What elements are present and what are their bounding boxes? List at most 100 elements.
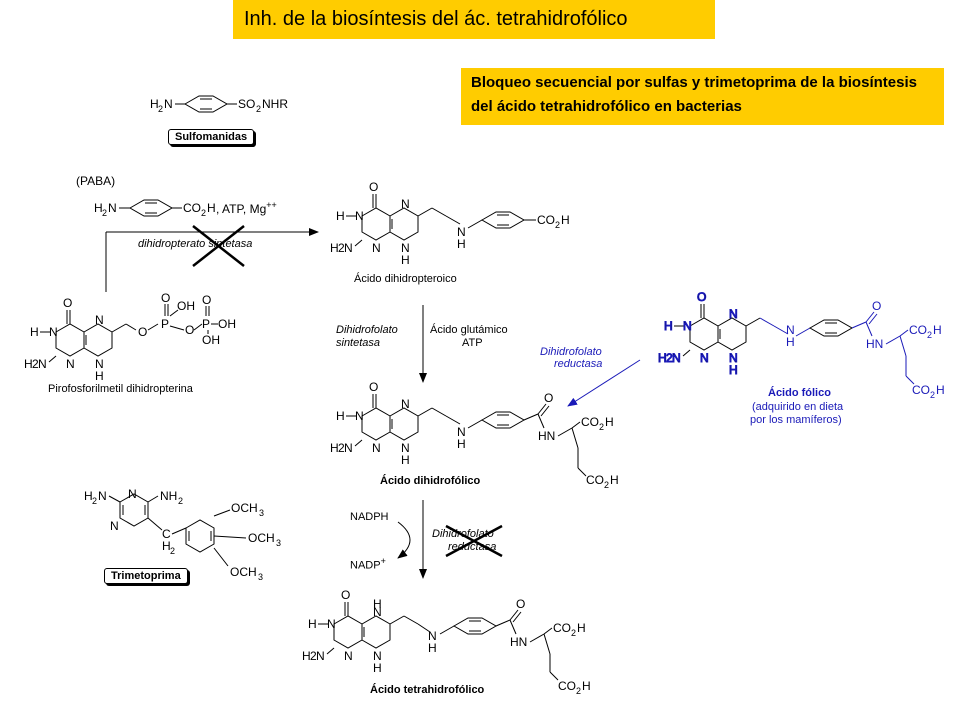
svg-text:O: O: [202, 293, 211, 307]
enzyme-dhfr-blue-2: reductasa: [554, 358, 603, 370]
svg-text:O: O: [138, 325, 147, 339]
svg-text:OH: OH: [202, 333, 220, 347]
svg-text:H: H: [582, 679, 591, 693]
svg-text:OCH: OCH: [230, 565, 257, 579]
svg-text:H: H: [936, 383, 945, 397]
svg-text:CO: CO: [912, 383, 930, 397]
svg-text:H: H: [577, 621, 586, 635]
svg-text:3: 3: [259, 508, 264, 518]
enzyme-dhfs-1: Dihidrofolato: [336, 324, 398, 336]
svg-text:OH: OH: [218, 317, 236, 331]
svg-text:H: H: [786, 335, 795, 349]
folic-acid-note-2: por los mamíferos): [750, 414, 842, 426]
svg-text:2: 2: [158, 104, 163, 114]
nadph-label: NADPH: [350, 511, 389, 523]
svg-text:H: H: [561, 213, 570, 227]
pyrophosphoryl-label: Pirofosforilmetil dihidropterina: [48, 383, 193, 395]
svg-text:N: N: [128, 487, 137, 501]
dihydropteroic-label: Ácido dihidropteroico: [354, 273, 457, 285]
folic-acid-label: Ácido fólico: [768, 387, 831, 399]
svg-text:CO: CO: [183, 201, 201, 215]
enzyme-dhfr-2: reductasa: [448, 541, 497, 553]
folic-acid-note-1: (adquirido en dieta: [752, 401, 844, 413]
svg-text:CO: CO: [581, 415, 599, 429]
svg-text:H: H: [373, 597, 382, 611]
svg-text:CO: CO: [537, 213, 555, 227]
svg-text:H: H: [207, 201, 216, 215]
svg-text:H: H: [84, 489, 93, 503]
svg-text:2: 2: [256, 104, 261, 114]
svg-text:2: 2: [102, 208, 107, 218]
paba-cofactors: , ATP, Mg++: [216, 200, 277, 216]
title-highlight: [233, 0, 715, 39]
enzyme-dhfr-1: Dihidrofolato: [432, 528, 494, 540]
svg-text:H: H: [933, 323, 942, 337]
glutamic-acid-label: Ácido glutámico: [430, 324, 508, 336]
svg-text:O: O: [161, 291, 170, 305]
paba-label: (PABA): [76, 174, 116, 188]
svg-text:P: P: [202, 317, 210, 331]
svg-text:NHR: NHR: [262, 97, 288, 111]
svg-text:NH: NH: [160, 489, 177, 503]
svg-text:2: 2: [604, 480, 609, 490]
svg-text:SO: SO: [238, 97, 255, 111]
nadp-label: NADP+: [350, 556, 386, 572]
svg-text:2: 2: [576, 686, 581, 696]
svg-text:O: O: [544, 391, 553, 405]
svg-text:CO: CO: [909, 323, 927, 337]
tetrahydrofolic-label: Ácido tetrahidrofólico: [370, 684, 485, 696]
mg-charge: ++: [266, 200, 277, 210]
svg-text:CO: CO: [553, 621, 571, 635]
svg-text:N: N: [786, 323, 795, 337]
svg-text:P: P: [161, 317, 169, 331]
svg-text:2: 2: [201, 208, 206, 218]
svg-text:C: C: [162, 527, 171, 541]
svg-text:H: H: [150, 97, 159, 111]
atp-label: ATP: [462, 337, 483, 349]
page-title: Inh. de la biosíntesis del ác. tetrahidr…: [244, 8, 628, 30]
svg-text:N: N: [457, 425, 466, 439]
description-note: Bloqueo secuencial por sulfas y trimetop…: [471, 74, 917, 115]
enzyme-dhps: dihidropterato sintetasa: [138, 238, 253, 250]
svg-text:H: H: [94, 201, 103, 215]
svg-text:OH: OH: [177, 299, 195, 313]
svg-text:OCH: OCH: [248, 531, 275, 545]
svg-text:HN: HN: [538, 429, 555, 443]
svg-text:H: H: [457, 437, 466, 451]
nadp-charge: +: [380, 556, 386, 566]
pyrophosphoryl-structure: O P O OH O P O OH OH: [23, 291, 236, 384]
svg-text:H: H: [610, 473, 619, 487]
svg-text:2: 2: [571, 628, 576, 638]
paba-cofactor-text: , ATP, Mg: [216, 202, 267, 216]
svg-text:2: 2: [170, 546, 175, 556]
dihydrofolic-label: Ácido dihidrofólico: [380, 475, 481, 487]
svg-text:2: 2: [599, 422, 604, 432]
svg-text:HN: HN: [510, 635, 527, 649]
svg-text:O: O: [185, 323, 194, 337]
svg-text:HN: HN: [866, 337, 883, 351]
svg-text:O: O: [872, 299, 881, 313]
svg-text:N: N: [457, 225, 466, 239]
svg-text:N: N: [164, 97, 173, 111]
svg-text:N: N: [108, 201, 117, 215]
svg-text:H: H: [162, 539, 171, 553]
svg-text:2: 2: [92, 496, 97, 506]
svg-text:CO: CO: [558, 679, 576, 693]
svg-text:2: 2: [178, 496, 183, 506]
enzyme-dhfs-2: sintetasa: [336, 337, 381, 349]
svg-text:N: N: [110, 519, 119, 533]
svg-text:2: 2: [930, 390, 935, 400]
svg-text:2: 2: [555, 220, 560, 230]
svg-text:N: N: [428, 629, 437, 643]
svg-text:N: N: [98, 489, 107, 503]
sulfonamides-tag: Sulfomanidas: [168, 129, 255, 145]
svg-text:O: O: [516, 597, 525, 611]
nadp-text: NADP: [350, 559, 381, 572]
